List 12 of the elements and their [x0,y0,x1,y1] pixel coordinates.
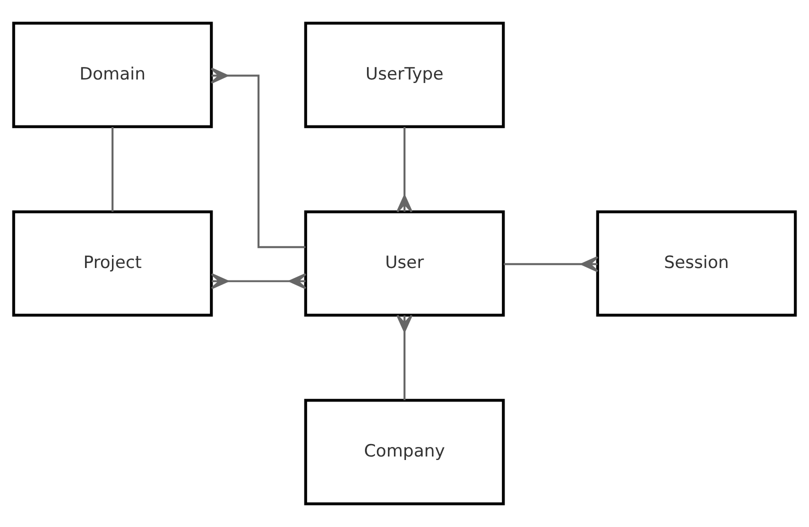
connector [396,126,413,213]
connector [396,314,413,400]
connector [210,273,306,290]
connector [210,68,306,248]
node-box: Project [12,210,213,317]
connector [112,126,114,212]
connector [504,256,598,272]
node-box: Session [596,210,797,317]
node-box: Domain [12,22,213,128]
node-box: User [304,210,505,317]
node-box: UserType [304,22,505,128]
node-box: Company [304,398,505,506]
